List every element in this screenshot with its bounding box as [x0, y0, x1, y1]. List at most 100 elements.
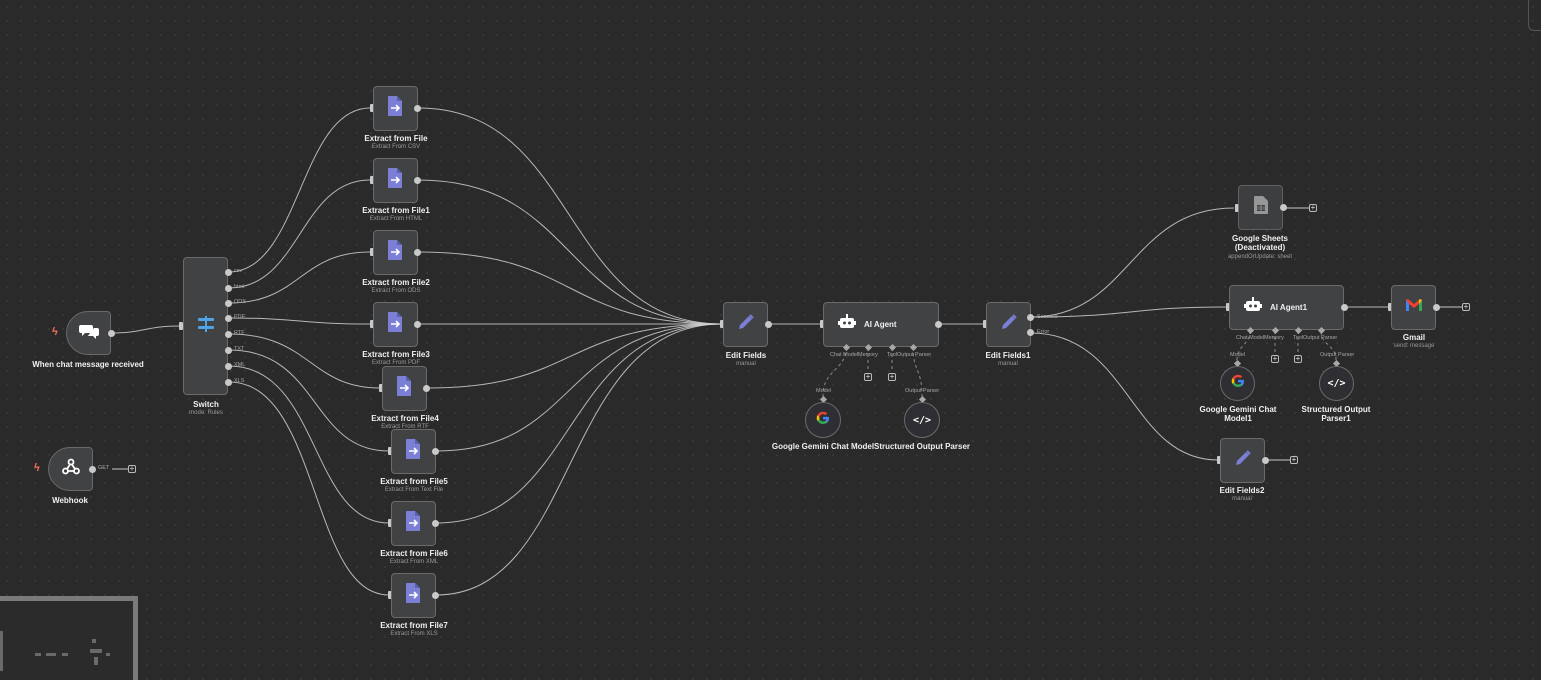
ai-agent-input[interactable] [820, 320, 824, 328]
node-edit-fields[interactable] [723, 302, 768, 347]
node-edit-fields1[interactable] [986, 302, 1031, 347]
extract1-input[interactable] [370, 176, 374, 184]
extract2-output[interactable] [414, 249, 421, 256]
switch-output-7[interactable] [225, 379, 232, 386]
sheets-label: Google Sheets (Deactivated) [1231, 234, 1288, 252]
switch-output-2[interactable] [225, 300, 232, 307]
node-webhook[interactable] [48, 447, 93, 491]
edit-fields2-sublabel: manual [1232, 496, 1252, 502]
switch-output-5[interactable] [225, 347, 232, 354]
node-gemini1[interactable] [1220, 366, 1255, 401]
edit-fields1-success-output[interactable] [1027, 314, 1034, 321]
ai-agent1-add-tool-button[interactable]: + [1294, 354, 1302, 363]
edit-fields1-input[interactable] [983, 320, 987, 328]
node-extract-from-file-4[interactable] [382, 366, 427, 411]
node-gmail[interactable] [1391, 285, 1436, 330]
extract6-input[interactable] [388, 519, 392, 527]
extract3-input[interactable] [370, 320, 374, 328]
sheets-output[interactable] [1280, 204, 1287, 211]
switch-output-6[interactable] [225, 363, 232, 370]
edge-switch-extract6 [228, 365, 390, 524]
switch-output-3[interactable] [225, 315, 232, 322]
extract0-output[interactable] [414, 105, 421, 112]
edit-fields-output[interactable] [765, 321, 772, 328]
edge-switch-extract3 [228, 317, 371, 325]
gmail-icon [1405, 298, 1423, 317]
node-parser1[interactable]: </> [1319, 366, 1354, 401]
ai-agent-add-tool-button[interactable]: + [888, 372, 896, 381]
node-chat-trigger[interactable] [66, 311, 111, 355]
extract2-input[interactable] [370, 248, 374, 256]
edit-fields1-error-output[interactable] [1027, 329, 1034, 336]
node-switch[interactable] [183, 257, 228, 395]
edge-extract7-edit [435, 323, 723, 596]
ai-agent1-input[interactable] [1226, 303, 1230, 311]
node-extract-from-file-7[interactable] [391, 573, 436, 618]
ai-agent1-port-label-memory: Memory [1264, 335, 1284, 341]
extract6-output[interactable] [432, 520, 439, 527]
node-parser[interactable]: </> [904, 402, 940, 438]
node-extract-from-file-0[interactable] [373, 86, 418, 131]
node-ai-agent[interactable]: AI Agent [823, 302, 939, 347]
edit-fields2-output[interactable] [1262, 457, 1269, 464]
node-gemini[interactable] [805, 402, 841, 438]
node-extract-from-file-5[interactable] [391, 429, 436, 474]
node-extract-from-file-3[interactable] [373, 302, 418, 347]
switch-output-label: ODS [234, 299, 246, 305]
edit-fields-input[interactable] [720, 320, 724, 328]
extract7-input[interactable] [388, 591, 392, 599]
minimap[interactable] [0, 596, 138, 680]
extract3-label: Extract from File3 [362, 350, 430, 359]
node-google-sheets[interactable] [1238, 185, 1283, 230]
extract0-input[interactable] [370, 104, 374, 112]
extract7-sublabel: Extract From XLS [390, 631, 438, 637]
edge-extract6-edit [435, 323, 723, 524]
ai-agent1-add-memory-button[interactable]: + [1271, 354, 1279, 363]
sheets-input[interactable] [1235, 204, 1239, 212]
extract3-output[interactable] [414, 321, 421, 328]
gmail-output[interactable] [1433, 304, 1440, 311]
ai-agent-add-memory-button[interactable]: + [864, 372, 872, 381]
extract4-output[interactable] [423, 385, 430, 392]
switch-output-label: TXT [234, 346, 245, 352]
node-ai-agent1[interactable]: AI Agent1 [1229, 285, 1344, 330]
edit-fields2-input[interactable] [1217, 456, 1221, 464]
extract7-output[interactable] [432, 592, 439, 599]
edit-fields2-add-button[interactable]: + [1290, 455, 1298, 464]
extract1-output[interactable] [414, 177, 421, 184]
pencil-icon [1233, 448, 1253, 473]
ai-agent-port-label-output-parser: Output Parser [897, 352, 932, 358]
switch-label: Switch [193, 400, 219, 409]
extract2-sublabel: Extract From ODS [371, 288, 421, 294]
chat-trigger-output[interactable] [108, 330, 115, 337]
gmail-input[interactable] [1388, 303, 1392, 311]
webhook-icon [61, 457, 81, 482]
minimap-node [106, 653, 110, 656]
minimap-node [35, 653, 41, 656]
node-extract-from-file-6[interactable] [391, 501, 436, 546]
gemini-port-label: Model [816, 388, 831, 394]
sheets-add-button[interactable]: + [1309, 203, 1317, 212]
node-edit-fields2[interactable] [1220, 438, 1265, 483]
node-extract-from-file-1[interactable] [373, 158, 418, 203]
ai-agent1-port-label-tool: Tool [1293, 335, 1304, 341]
ai-agent-output[interactable] [935, 321, 942, 328]
gmail-add-button[interactable]: + [1462, 302, 1470, 311]
ai-agent1-output[interactable] [1341, 304, 1348, 311]
webhook-output[interactable] [89, 466, 96, 473]
switch-output-4[interactable] [225, 331, 232, 338]
switch-output-0[interactable] [225, 269, 232, 276]
extract5-input[interactable] [388, 447, 392, 455]
extract4-input[interactable] [379, 384, 383, 392]
google-icon [816, 411, 830, 430]
extract5-output[interactable] [432, 448, 439, 455]
webhook-add-button[interactable]: + [128, 464, 136, 473]
parser1-label: Structured Output Parser1 [1301, 405, 1371, 423]
node-extract-from-file-2[interactable] [373, 230, 418, 275]
switch-input[interactable] [179, 322, 183, 330]
file-extract-icon [405, 511, 423, 536]
edge-edit1-agent1 [1030, 306, 1227, 318]
edge-extract5-edit [435, 323, 723, 452]
switch-output-1[interactable] [225, 285, 232, 292]
